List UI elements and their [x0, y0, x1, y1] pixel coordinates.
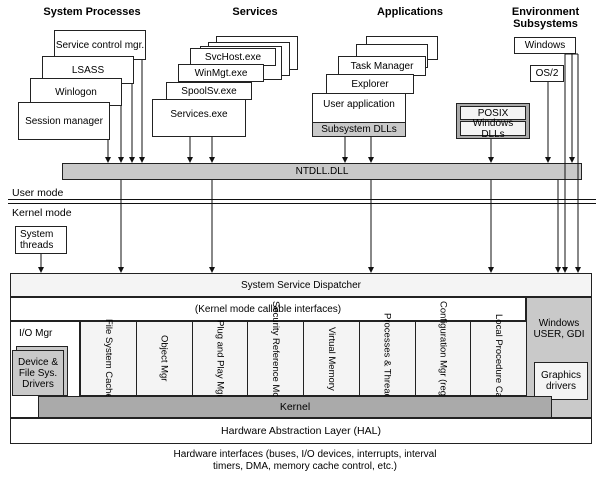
hardware-interfaces-caption: Hardware interfaces (buses, I/O devices,…: [173, 449, 437, 472]
hal-bar: Hardware Abstraction Layer (HAL): [10, 418, 592, 444]
user-mode-label: User mode: [12, 187, 64, 199]
kernel-bar: Kernel: [38, 396, 552, 418]
subsystem-dlls-box: Subsystem DLLs: [312, 122, 406, 137]
task-manager-box: Task Manager: [338, 56, 426, 76]
spoolsv-box: SpoolSv.exe: [166, 82, 252, 100]
explorer-box: Explorer: [326, 74, 414, 94]
ntdll-bar: NTDLL.DLL: [62, 163, 582, 180]
session-manager-box: Session manager: [18, 102, 110, 140]
user-mode-line: [8, 199, 596, 200]
kernel-mode-line: [8, 203, 596, 204]
executive-component-box: Local Procedure Call: [470, 314, 527, 403]
device-file-sys-drivers-box: Device & File Sys. Drivers: [12, 350, 64, 396]
executive-component-box: Virtual Memory: [303, 321, 360, 396]
os2-subsystem-box: OS/2: [530, 65, 564, 82]
executive-component-box: Security Reference Monitor: [247, 301, 304, 416]
services-exe-box: Services.exe: [152, 99, 246, 137]
windows-user-gdi-label: Windows USER, GDI: [533, 318, 585, 340]
windows-dlls-box: Windows DLLs: [460, 118, 526, 140]
system-service-dispatcher-box: System Service Dispatcher: [10, 273, 592, 297]
executive-component-label: Processes & Threads: [381, 313, 393, 404]
executive-component-label: Object Mgr: [158, 335, 170, 382]
windows-subsystem-box: Windows: [514, 37, 576, 54]
executive-component-label: Security Reference Monitor: [270, 300, 282, 417]
executive-component-box: Object Mgr: [135, 321, 193, 396]
posix-box: POSIX: [460, 106, 526, 120]
winmgt-box: WinMgt.exe: [178, 64, 264, 82]
executive-component-box: Configuration Mgr (registry): [414, 301, 472, 416]
executive-component-label: Plug and Play Mgr: [214, 319, 226, 398]
header-applications: Applications: [376, 6, 443, 18]
executive-component-box: Processes & Threads: [358, 313, 416, 404]
io-mgr-label: I/O Mgr: [19, 328, 53, 339]
executive-component-label: Local Procedure Call: [493, 314, 505, 403]
kernel-mode-label: Kernel mode: [12, 207, 72, 219]
graphics-drivers-box: Graphics drivers: [534, 362, 588, 400]
kernel-mode-callable-interfaces-box: (Kernel mode callable interfaces): [10, 297, 526, 321]
service-control-mgr-box: Service control mgr.: [54, 30, 146, 60]
header-environment-subsystems: Environment Subsystems: [511, 6, 580, 30]
header-system-processes: System Processes: [43, 6, 141, 18]
executive-component-box: File System Cache: [80, 318, 137, 399]
executive-component-label: Configuration Mgr (registry): [437, 300, 449, 417]
executive-component-box: Plug and Play Mgr: [191, 319, 249, 398]
header-services: Services: [232, 6, 278, 18]
system-threads-box: System threads: [15, 226, 67, 254]
executive-component-label: File System Cache: [102, 318, 114, 399]
winlogon-box: Winlogon: [30, 78, 122, 106]
executive-component-label: Virtual Memory: [325, 326, 337, 391]
